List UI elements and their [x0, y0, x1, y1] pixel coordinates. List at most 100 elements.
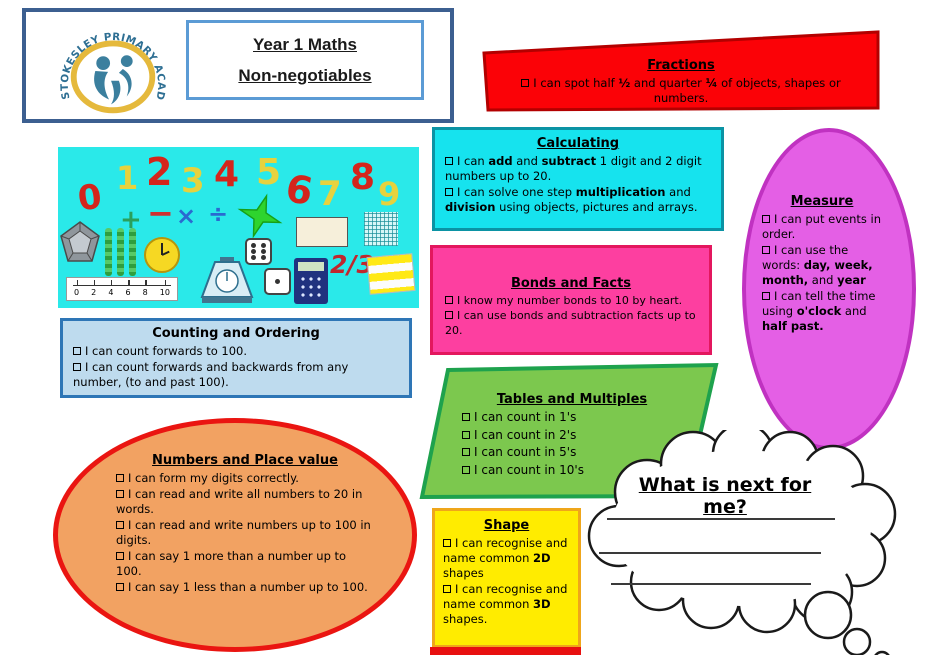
- fractions-title: Fractions: [647, 58, 715, 73]
- checklist-item: I can use bonds and subtraction facts up…: [445, 309, 697, 338]
- plus-icon: +: [120, 205, 142, 235]
- bonds-and-facts-panel: Bonds and Facts I know my number bonds t…: [430, 245, 712, 355]
- checklist-item-text: I can spot half ½ and quarter ¼ of objec…: [533, 76, 841, 105]
- calculating-panel: Calculating I can add and subtract 1 dig…: [432, 127, 724, 231]
- bonds-title: Bonds and Facts: [510, 276, 632, 291]
- digit-6: 6: [282, 166, 317, 214]
- checklist-item: I can recognise and name common 2D shape…: [443, 536, 570, 581]
- checklist-item: I can add and subtract 1 digit and 2 dig…: [445, 154, 711, 184]
- checklist-item: I can count forwards and backwards from …: [73, 360, 399, 390]
- checklist-item-text: I can solve one step multiplication and …: [445, 184, 698, 214]
- poster-title-line1: Year 1 Maths: [253, 34, 357, 54]
- digit-5: 5: [256, 152, 282, 193]
- checkbox-icon: [762, 291, 770, 300]
- maths-clipart-panel: 0 1 2 3 4 5 6 7 8 9 + − × ÷ 0 2 4 6 8 10: [58, 147, 419, 308]
- digit-7: 7: [318, 174, 342, 214]
- title-box: Year 1 Maths Non-negotiables: [186, 20, 424, 100]
- checklist-item-text: I can read and write all numbers to 20 i…: [116, 486, 363, 516]
- checklist-item-text: I can use bonds and subtraction facts up…: [445, 309, 696, 337]
- checklist-item-text: I can count in 5's: [474, 445, 577, 460]
- fractions-panel: Fractions I can spot half ½ and quarter …: [478, 28, 882, 112]
- fractions-shape: [482, 30, 880, 112]
- measure-panel: Measure I can put events in order. I can…: [742, 128, 916, 450]
- checklist-item: I can spot half ½ and quarter ¼ of objec…: [494, 76, 868, 106]
- checklist-item: I know my number bonds to 10 by heart.: [445, 294, 697, 308]
- numberline-label: 8: [143, 280, 148, 300]
- checklist-item: I can count forwards to 100.: [73, 344, 399, 359]
- checkbox-icon: [443, 584, 451, 593]
- checklist-item-text: I can read and write numbers up to 100 i…: [116, 517, 371, 547]
- checklist-item-text: I can say 1 more than a number up to 100…: [116, 548, 347, 578]
- header-frame: STOKESLEY PRIMARY ACADEMY Year 1 Maths N…: [22, 8, 454, 123]
- checkbox-icon: [462, 413, 470, 421]
- numbers-and-place-value-panel: Numbers and Place value I can form my di…: [53, 418, 417, 652]
- checkbox-icon: [462, 430, 470, 439]
- cloud-title: What is next for me?: [638, 474, 812, 518]
- shape-title: Shape: [483, 518, 530, 533]
- digit-8: 8: [350, 157, 376, 198]
- counting-rods-icon: [105, 228, 141, 280]
- digit-0: 0: [75, 176, 105, 220]
- red-strip-bottom: [430, 647, 581, 655]
- flag-icon: [366, 253, 416, 295]
- checkbox-icon: [116, 551, 124, 560]
- checklist-item-text: I can recognise and name common 2D shape…: [443, 536, 568, 580]
- checklist-item-text: I can count forwards to 100.: [85, 344, 248, 358]
- checkbox-icon: [445, 187, 453, 196]
- checklist-item-text: I can say 1 less than a number up to 100…: [128, 579, 368, 594]
- numberline-label: 0: [74, 280, 79, 300]
- counting-and-ordering-panel: Counting and Ordering I can count forwar…: [60, 318, 412, 398]
- checklist-item-text: I can count in 10's: [474, 462, 584, 477]
- checkbox-icon: [462, 465, 470, 474]
- checklist-item-text: I know my number bonds to 10 by heart.: [457, 294, 683, 307]
- writing-line: [607, 518, 835, 520]
- checklist-item: I can count in 10's: [462, 463, 682, 479]
- cloud-outline: [587, 422, 897, 655]
- numberline-label: 6: [125, 280, 131, 300]
- checklist-item: I can read and write all numbers to 20 i…: [116, 487, 374, 517]
- calculator-icon: [294, 258, 328, 304]
- checklist-item: I can say 1 more than a number up to 100…: [116, 549, 374, 579]
- dodecahedron-icon: [60, 221, 100, 262]
- clock-icon: [144, 237, 180, 273]
- digit-4: 4: [214, 154, 240, 195]
- numberline-label: 2: [91, 280, 96, 300]
- dice-one-icon: [264, 268, 291, 295]
- checklist-item-text: I can form my digits correctly.: [128, 471, 299, 485]
- checklist-item-text: I can count forwards and backwards from …: [73, 359, 349, 389]
- digit-3: 3: [181, 161, 205, 201]
- rectangle-icon: [296, 217, 348, 247]
- checkbox-icon: [116, 474, 124, 482]
- checklist-item-text: I can use the words: day, week, month, a…: [762, 242, 873, 287]
- checklist-item: I can say 1 less than a number up to 100…: [116, 580, 374, 595]
- digit-2: 2: [146, 150, 173, 194]
- checkbox-icon: [116, 520, 124, 529]
- measure-title: Measure: [790, 194, 854, 209]
- checkbox-icon: [445, 296, 453, 304]
- checklist-item-text: I can add and subtract 1 digit and 2 dig…: [445, 154, 702, 183]
- divide-icon: ÷: [208, 200, 229, 228]
- checklist-item: I can put events in order.: [762, 212, 882, 242]
- shape-panel: Shape I can recognise and name common 2D…: [432, 508, 581, 648]
- numberline-label: 4: [108, 280, 113, 300]
- checkbox-icon: [445, 157, 453, 165]
- checkbox-icon: [762, 215, 770, 223]
- checklist-item: I can solve one step multiplication and …: [445, 185, 711, 215]
- checkbox-icon: [462, 448, 470, 457]
- checklist-item-text: I can tell the time using o'clock and ha…: [762, 288, 876, 333]
- checklist-item: I can tell the time using o'clock and ha…: [762, 289, 882, 334]
- checkbox-icon: [445, 311, 453, 320]
- counting-title: Counting and Ordering: [152, 326, 320, 341]
- balance-scale-icon: [200, 257, 254, 303]
- digit-9: 9: [378, 175, 401, 213]
- checkbox-icon: [73, 347, 81, 355]
- poster-title-line2: Non-negotiables: [238, 65, 372, 85]
- writing-line: [599, 552, 821, 554]
- checkbox-icon: [762, 245, 770, 254]
- checkbox-icon: [521, 79, 530, 87]
- digit-1: 1: [116, 159, 139, 197]
- checklist-item: I can count in 1's: [462, 410, 682, 426]
- checklist-item: I can count in 5's: [462, 445, 682, 461]
- checklist-item: I can use the words: day, week, month, a…: [762, 243, 882, 288]
